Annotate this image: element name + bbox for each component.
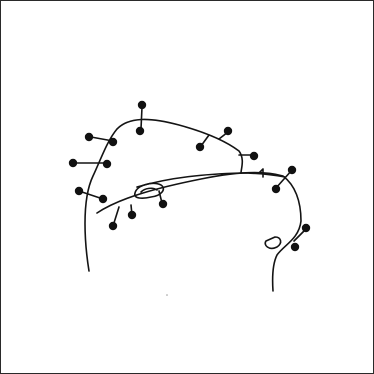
bead [109, 222, 117, 230]
bead [196, 143, 204, 151]
speck [166, 294, 168, 296]
bead [85, 133, 93, 141]
bead [159, 200, 167, 208]
spike-line [141, 107, 142, 129]
side-tab [265, 237, 280, 248]
bead [103, 160, 111, 168]
bead [272, 185, 280, 193]
bead [99, 195, 107, 203]
bead [250, 152, 258, 160]
bead [136, 127, 144, 135]
bead [128, 211, 136, 219]
bead [109, 138, 117, 146]
bead [291, 243, 299, 251]
bead [224, 127, 232, 135]
inner-band-outline [97, 173, 301, 291]
bead [69, 159, 77, 167]
bead [138, 101, 146, 109]
bead [75, 187, 83, 195]
bead [302, 224, 310, 232]
outer-outline [85, 119, 242, 271]
bead [288, 166, 296, 174]
